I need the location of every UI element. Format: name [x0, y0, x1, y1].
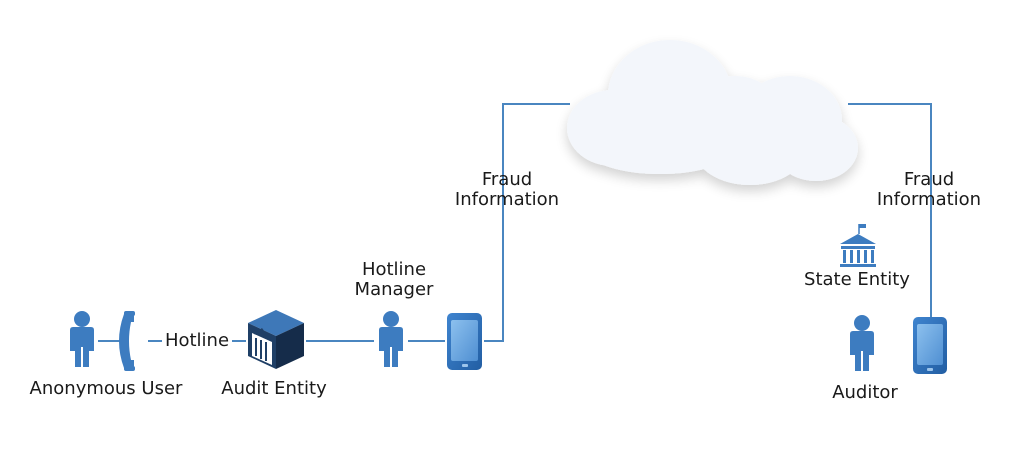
hotline-manager-label-line-2: Manager — [354, 279, 434, 300]
auditor-label: Auditor — [832, 382, 898, 403]
fraud-information-right-label: Fraud Information — [868, 170, 990, 210]
fraud-information-right-line-2: Information — [876, 189, 982, 210]
anonymous-user-label: Anonymous User — [29, 378, 183, 399]
phone-handset-icon — [119, 311, 135, 371]
state-entity-label: State Entity — [804, 269, 910, 290]
fraud-information-left-label: Fraud Information — [446, 170, 568, 210]
fraud-information-left-line-1: Fraud — [481, 169, 533, 190]
connector-device-cloud-left — [484, 103, 570, 342]
hotline-manager-person-icon — [379, 311, 403, 367]
hotline-manager-label: Hotline Manager — [340, 260, 448, 300]
hotline-manager-label-line-1: Hotline — [361, 259, 427, 280]
connectors — [98, 103, 932, 342]
hotline-label: Hotline — [164, 330, 230, 351]
fraud-information-left-line-2: Information — [454, 189, 560, 210]
auditor-tablet-icon — [913, 317, 947, 374]
fraud-information-right-line-1: Fraud — [903, 169, 955, 190]
manager-tablet-icon — [447, 313, 482, 370]
state-entity-government-building-icon — [840, 224, 876, 267]
auditor-person-icon — [850, 315, 874, 371]
audit-entity-building-cube-icon — [248, 310, 304, 369]
audit-entity-label: Audit Entity — [221, 378, 327, 399]
cloud-icon — [567, 40, 858, 185]
anonymous-user-person-icon — [70, 311, 94, 367]
connector-cloud-device-right — [848, 103, 932, 317]
